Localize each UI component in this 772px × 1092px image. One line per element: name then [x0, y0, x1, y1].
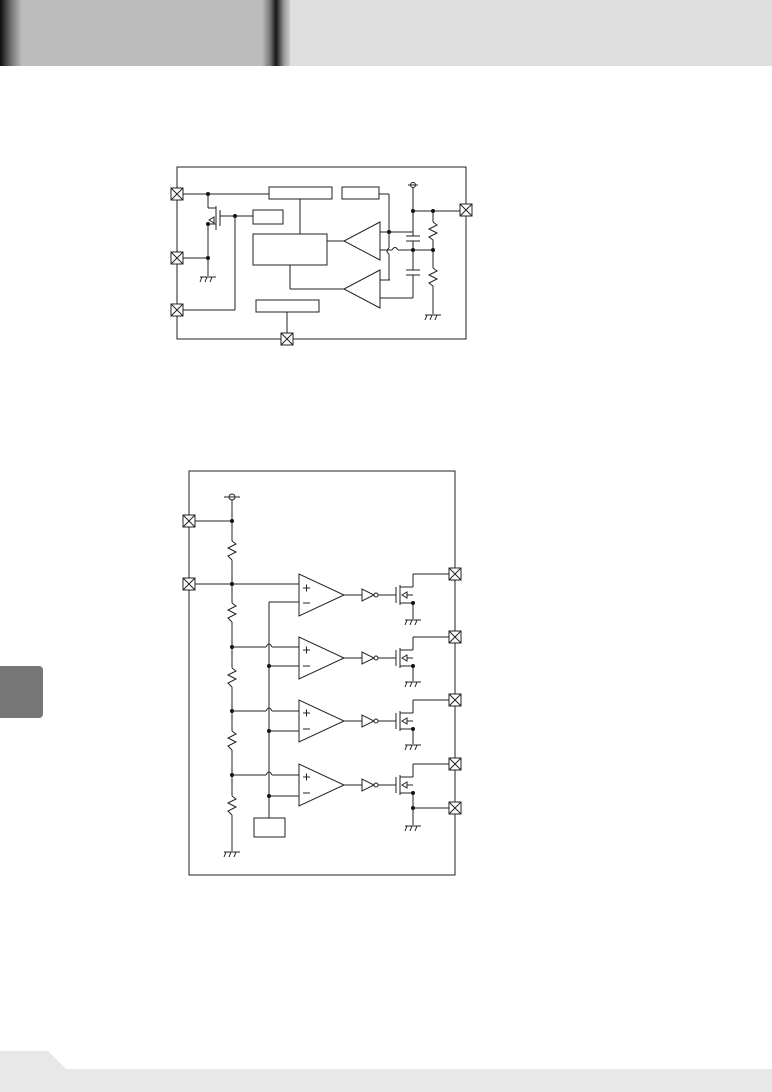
pin-output-2 — [448, 630, 462, 644]
ic-outline-2 — [188, 470, 456, 876]
pin-output-1 — [448, 567, 462, 581]
ladder-resistor-4 — [226, 730, 238, 751]
comparator-channel-4 — [298, 763, 449, 832]
header-tab — [0, 0, 290, 66]
supply-terminal — [224, 493, 240, 501]
side-section-tab[interactable] — [0, 666, 43, 718]
supply-terminal — [408, 182, 418, 188]
ladder-resistor-3 — [226, 667, 238, 688]
comparator-channel-3 — [298, 699, 449, 751]
comparator-channel-2 — [298, 636, 449, 688]
resistor-upper — [427, 221, 439, 241]
pin-ground — [448, 801, 462, 815]
pin-input — [182, 577, 196, 591]
ladder-resistor-2 — [226, 602, 238, 623]
block-control — [252, 233, 328, 266]
block-small — [252, 209, 284, 225]
ground-symbol — [223, 851, 240, 858]
comparator-upper — [342, 221, 381, 261]
resistor-lower — [427, 267, 439, 287]
ground-symbol — [199, 276, 216, 283]
footer-bar — [0, 1051, 772, 1092]
pin-5 — [280, 332, 294, 346]
ground-symbol — [424, 314, 441, 321]
reference-block — [253, 817, 286, 838]
comparator-lower — [342, 269, 381, 309]
pin-3 — [170, 303, 184, 317]
pin-2 — [170, 251, 184, 265]
comparator-channel-1 — [298, 573, 449, 626]
pin-output-3 — [448, 693, 462, 707]
ladder-resistor-5 — [226, 795, 238, 816]
block-top-right — [341, 186, 380, 200]
pin-supply — [182, 514, 196, 528]
pin-output-4 — [448, 757, 462, 771]
ladder-resistor-1 — [226, 540, 238, 561]
pin-4 — [459, 203, 473, 217]
